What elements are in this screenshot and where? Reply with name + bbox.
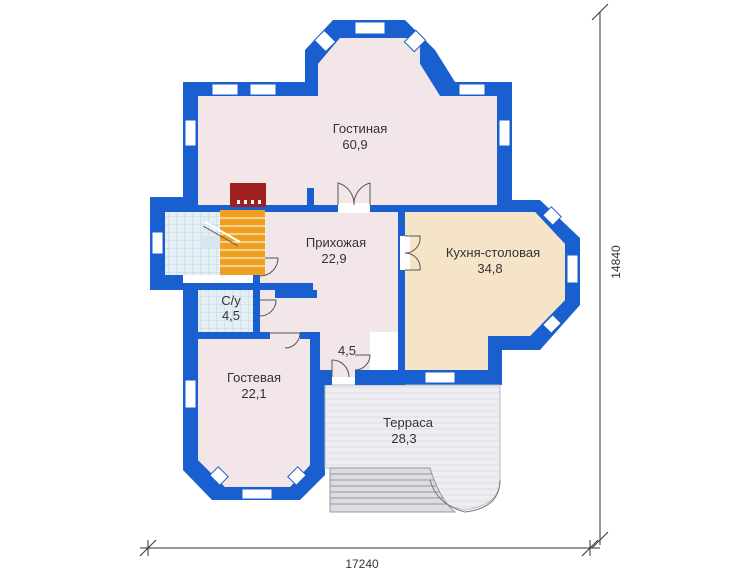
room-floors <box>165 38 565 511</box>
living-room-area: 60,9 <box>342 137 367 152</box>
terrace-area: 28,3 <box>391 431 416 446</box>
room-labels: Гостиная 60,9 Прихожая 22,9 Кухня-столов… <box>221 121 540 446</box>
living-room-name: Гостиная <box>333 121 388 136</box>
doors <box>259 182 421 378</box>
living-room-floor <box>198 38 497 212</box>
terrace-name: Терраса <box>383 415 434 430</box>
hall-name: Прихожая <box>306 235 366 250</box>
windows <box>151 21 579 500</box>
fireplace <box>230 183 266 207</box>
width-dimension-label: 17240 <box>345 557 379 571</box>
kitchen-area: 34,8 <box>477 261 502 276</box>
hall-floor <box>260 212 405 332</box>
terrace-steps <box>329 467 501 513</box>
staircase <box>200 210 265 275</box>
exterior-walls <box>150 20 580 500</box>
guest-room-area: 22,1 <box>241 386 266 401</box>
kitchen-floor <box>405 212 565 370</box>
interior-walls <box>183 188 497 387</box>
hall-area: 22,9 <box>321 251 346 266</box>
height-dimension-label: 14840 <box>609 245 623 279</box>
guest-room-name: Гостевая <box>227 370 281 385</box>
closet-area: 4,5 <box>338 343 356 358</box>
wc-area: 4,5 <box>222 308 240 323</box>
kitchen-name: Кухня-столовая <box>446 245 540 260</box>
guest-room-floor <box>198 332 310 487</box>
wc-floor <box>198 290 260 332</box>
wc-name: С/у <box>221 293 241 308</box>
dimension-lines <box>139 3 609 557</box>
